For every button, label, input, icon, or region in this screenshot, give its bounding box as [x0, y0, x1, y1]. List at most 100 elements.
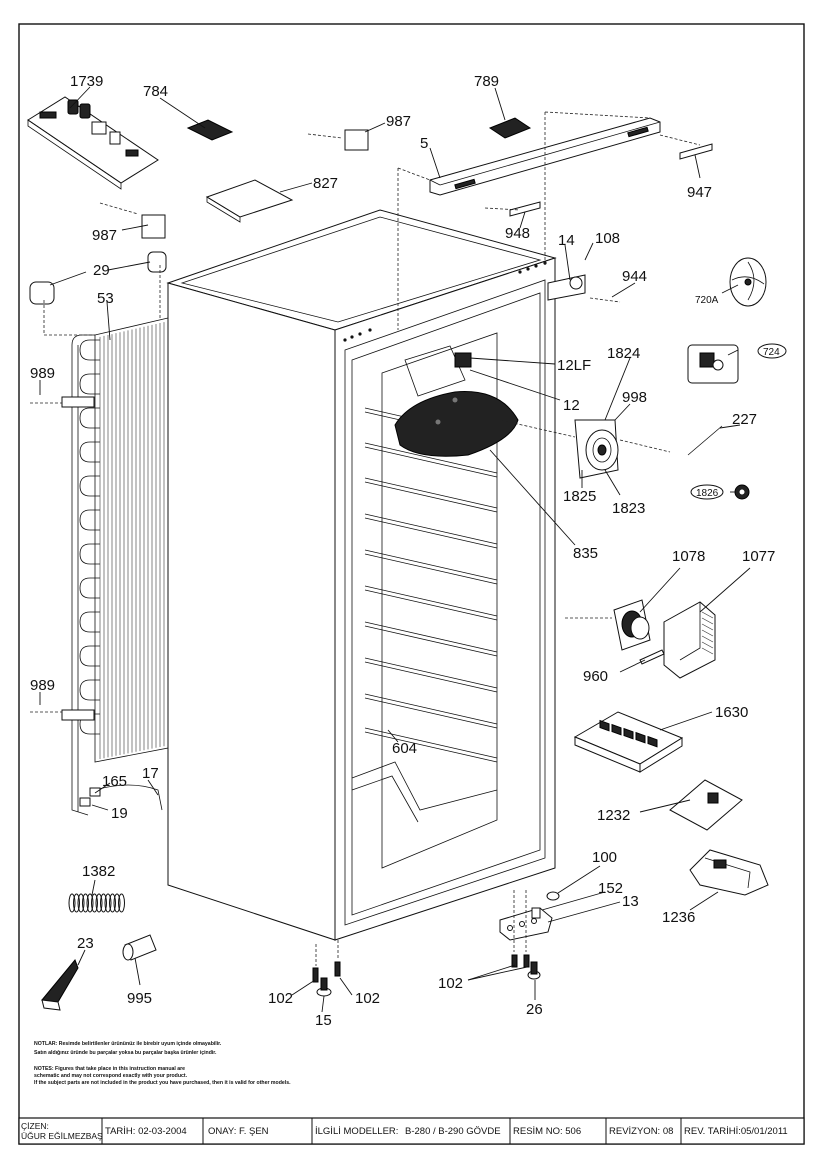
label-989-bottom: 989: [30, 677, 55, 694]
label-827: 827: [313, 175, 338, 192]
leader-lines: [39, 86, 751, 1013]
title-cizen-name: ÜĞUR EĞİLMEZBAŞ: [21, 1131, 103, 1141]
label-1077: 1077: [742, 548, 775, 565]
title-block: ÇİZEN: ÜĞUR EĞİLMEZBAŞ TARİH: 02-03-2004…: [18, 1117, 805, 1145]
label-947: 947: [687, 184, 712, 201]
label-1823: 1823: [612, 500, 645, 517]
label-995: 995: [127, 990, 152, 1007]
title-onay: ONAY: F. ŞEN: [208, 1126, 269, 1137]
label-15: 15: [315, 1012, 332, 1029]
label-13: 13: [622, 893, 639, 910]
note-en-2: schematic and may not correspond exactly…: [34, 1073, 188, 1079]
title-resim: RESİM NO: 506: [513, 1126, 581, 1137]
label-102-right: 102: [438, 975, 463, 992]
lamp-cover-827: [205, 179, 294, 223]
label-1078: 1078: [672, 548, 705, 565]
title-rev-tarihi: REV. TARİHİ:05/01/2011: [684, 1126, 788, 1137]
pcb-board-1739: [27, 96, 159, 190]
label-1739: 1739: [70, 73, 103, 90]
lamp-holder-1236: [689, 849, 769, 896]
relay-module-784: [186, 119, 234, 141]
label-14: 14: [558, 232, 575, 249]
label-29: 29: [93, 262, 110, 279]
note-en-1: NOTES: Figures that take place in this i…: [34, 1066, 185, 1072]
title-tarih: TARİH: 02-03-2004: [105, 1126, 187, 1137]
cabinet-body: [166, 209, 557, 941]
strip-948: [509, 201, 541, 217]
cabinet-screw-holes: [343, 261, 547, 342]
title-ilgili-value: B-280 / B-290 GÖVDE: [405, 1126, 501, 1137]
label-835: 835: [573, 545, 598, 562]
label-1382: 1382: [82, 863, 115, 880]
label-19: 19: [111, 805, 128, 822]
note-en-3: If the subject parts are not included in…: [34, 1080, 291, 1086]
hinge-bracket-14: [547, 274, 586, 301]
label-53: 53: [97, 290, 114, 307]
label-998: 998: [622, 389, 647, 406]
bracket-987-left: [99, 202, 166, 239]
label-987-left: 987: [92, 227, 117, 244]
notes: NOTLAR: Resimde belirtilenler ürününüz i…: [34, 1041, 291, 1086]
label-23: 23: [77, 935, 94, 952]
part-labels: 1739 784 789 987 5 827 947 948 987 14 10…: [30, 73, 787, 1029]
spring-1382: [68, 893, 125, 913]
label-989-top: 989: [30, 365, 55, 382]
label-102-mid: 102: [355, 990, 380, 1007]
title-ilgili-label: İLGİLİ MODELLER:: [315, 1126, 398, 1137]
label-720A: 720A: [695, 295, 719, 306]
clip-789: [488, 117, 532, 139]
fan-cover-1077: [663, 601, 716, 679]
label-784: 784: [143, 83, 168, 100]
hinge-clip-29: [29, 251, 167, 305]
assembly-lines: [30, 111, 701, 713]
label-944: 944: [622, 268, 647, 285]
bottom-screws: [312, 890, 541, 997]
label-227: 227: [732, 411, 757, 428]
label-1236: 1236: [662, 909, 695, 926]
fan-blade-720A: [729, 257, 767, 307]
thermostat-12: [404, 345, 472, 397]
label-1825: 1825: [563, 488, 596, 505]
fan-assembly-1078: [613, 599, 651, 651]
label-724: 724: [763, 347, 780, 358]
evaporator-cover-835: [394, 391, 519, 457]
label-1232: 1232: [597, 807, 630, 824]
label-5: 5: [420, 135, 428, 152]
label-12: 12: [563, 397, 580, 414]
note-tr-2: Satın aldığınız üründe bu parçalar yoksa…: [34, 1050, 217, 1056]
shelves: [364, 407, 498, 763]
bracket-987-top: [307, 129, 369, 151]
label-960: 960: [583, 668, 608, 685]
grommet-1826: [734, 484, 750, 500]
fan-motor-724: [687, 344, 739, 384]
strip-947: [679, 143, 713, 160]
label-102-left: 102: [268, 990, 293, 1007]
condenser-coil: [61, 317, 169, 816]
title-revizyon: REVİZYON: 08: [609, 1126, 673, 1137]
fan-housing-1823: [574, 419, 619, 479]
note-tr-1: NOTLAR: Resimde belirtilenler ürününüz i…: [34, 1041, 222, 1047]
label-12LF: 12LF: [557, 357, 591, 374]
wire-227: [687, 425, 723, 456]
bottom-hinge-13: [499, 891, 560, 941]
title-cizen-label: ÇİZEN:: [21, 1121, 49, 1131]
label-1630: 1630: [715, 704, 748, 721]
label-108: 108: [595, 230, 620, 247]
label-100: 100: [592, 849, 617, 866]
label-152: 152: [598, 880, 623, 897]
label-1824: 1824: [607, 345, 640, 362]
rod-960: [639, 649, 665, 665]
label-26: 26: [526, 1001, 543, 1018]
label-1826: 1826: [696, 488, 719, 499]
label-948: 948: [505, 225, 530, 242]
control-panel-1630: [573, 711, 684, 773]
door-stop-23: [41, 959, 79, 1011]
bushing-995: [122, 934, 157, 961]
label-789: 789: [474, 73, 499, 90]
label-17: 17: [142, 765, 159, 782]
label-165: 165: [102, 773, 127, 790]
control-pcb-1232: [669, 779, 743, 831]
label-987-top: 987: [386, 113, 411, 130]
label-604: 604: [392, 740, 417, 757]
